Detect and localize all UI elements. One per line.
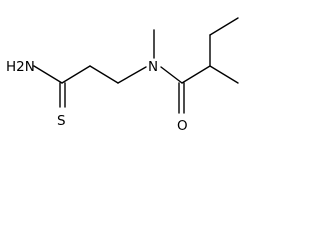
atom-label-thione-sulfur: S <box>57 113 66 129</box>
atom-label-amide-nitrogen: N <box>148 59 158 75</box>
bond-c2-c3 <box>89 65 119 84</box>
chemical-structure: H2N S N O <box>6 17 239 132</box>
bond-c-alpha-methyl <box>209 65 239 84</box>
bond-c1-c2 <box>61 65 91 84</box>
atom-label-carbonyl-oxygen: O <box>177 118 188 132</box>
atom-label-amine: H2N <box>6 59 35 75</box>
bond-carbonyl-c-alpha <box>181 65 211 84</box>
bond-ch2-ch3 <box>209 17 239 36</box>
bond-n-carbonyl <box>160 66 183 84</box>
bond-nh2-c1 <box>33 65 63 84</box>
bond-c3-n <box>117 66 147 84</box>
